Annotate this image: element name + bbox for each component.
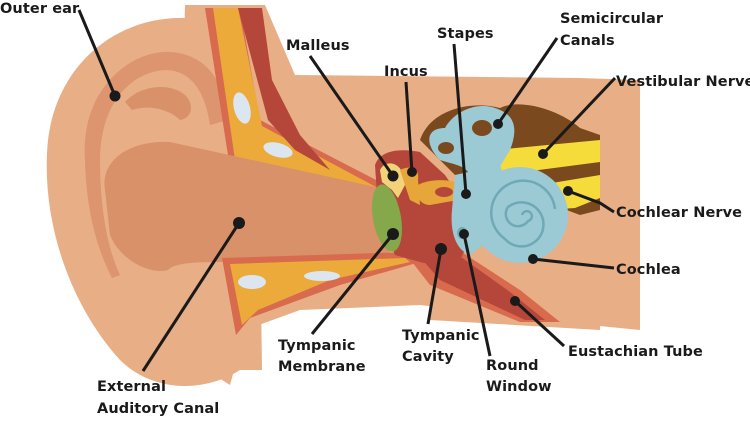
label-tympanic-membrane-line1: Tympanic xyxy=(278,338,356,354)
label-cochlea: Cochlea xyxy=(616,262,681,278)
label-vestibular-nerve: Vestibular Nerve xyxy=(616,74,750,90)
cochlea-spiral xyxy=(489,179,557,248)
vestibular-nerve-shape xyxy=(495,140,600,175)
external-auditory-canal-shape xyxy=(104,141,391,271)
label-stapes: Stapes xyxy=(437,26,494,42)
bone-spot xyxy=(233,92,251,124)
dot-external-auditory-canal xyxy=(233,217,245,229)
leader-outer-ear xyxy=(77,9,117,97)
leader-stapes xyxy=(452,43,468,195)
dot-incus xyxy=(407,167,417,177)
leader-cochlear-nerve xyxy=(567,189,615,214)
leader-external-auditory-canal xyxy=(141,222,241,372)
leader-tympanic-cavity xyxy=(426,248,443,325)
dot-vestibular-nerve xyxy=(538,149,548,159)
bone-spot xyxy=(304,271,340,281)
label-tympanic-membrane-line2: Membrane xyxy=(278,359,366,375)
dot-malleus xyxy=(387,170,399,182)
canal-loop-inner xyxy=(438,142,454,154)
dot-stapes xyxy=(461,189,471,199)
label-outer-ear: Outer ear xyxy=(0,1,80,17)
bone-spot xyxy=(238,275,266,289)
dot-round-window xyxy=(459,229,469,239)
dot-cochlea xyxy=(528,254,538,264)
leader-round-window xyxy=(462,233,492,357)
label-external-auditory-canal-line1: External xyxy=(97,379,166,395)
upper-cartilage xyxy=(213,8,378,194)
label-round-window-line1: Round xyxy=(486,358,539,374)
dot-cochlear-nerve xyxy=(563,186,573,196)
leader-tympanic-membrane xyxy=(310,233,395,335)
leader-incus xyxy=(404,81,414,173)
label-malleus: Malleus xyxy=(286,38,350,54)
dot-semicircular-canals xyxy=(493,119,503,129)
label-semicircular-canals-line2: Canals xyxy=(560,33,615,49)
label-semicircular-canals-line1: Semicircular xyxy=(560,11,664,27)
label-cochlear-nerve: Cochlear Nerve xyxy=(616,205,742,221)
label-eustachian-tube: Eustachian Tube xyxy=(568,344,703,360)
upper-muscle xyxy=(238,8,330,170)
antihelix xyxy=(125,86,192,120)
lower-cartilage xyxy=(230,258,410,325)
label-external-auditory-canal-line2: Auditory Canal xyxy=(97,401,219,417)
label-tympanic-cavity-line2: Cavity xyxy=(402,349,454,365)
cochlea-shape xyxy=(472,167,568,263)
leader-lines xyxy=(77,9,617,372)
leader-vestibular-nerve xyxy=(541,76,617,156)
leader-eustachian-tube xyxy=(513,299,566,348)
incus-shape xyxy=(400,167,420,205)
label-round-window-line2: Window xyxy=(486,379,552,395)
leader-semicircular-canals xyxy=(496,37,559,125)
canal-loop-inner xyxy=(472,120,492,136)
label-tympanic-cavity-line1: Tympanic xyxy=(402,328,480,344)
leader-cochlea xyxy=(532,257,615,270)
label-incus: Incus xyxy=(384,64,428,80)
leader-malleus xyxy=(308,55,395,177)
dot-tympanic-membrane xyxy=(387,228,399,240)
dot-tympanic-cavity xyxy=(435,243,447,255)
bone-spot xyxy=(263,142,293,158)
stapes-hole xyxy=(435,187,453,197)
dot-eustachian-tube xyxy=(510,296,520,306)
dot-outer-ear xyxy=(109,90,121,102)
